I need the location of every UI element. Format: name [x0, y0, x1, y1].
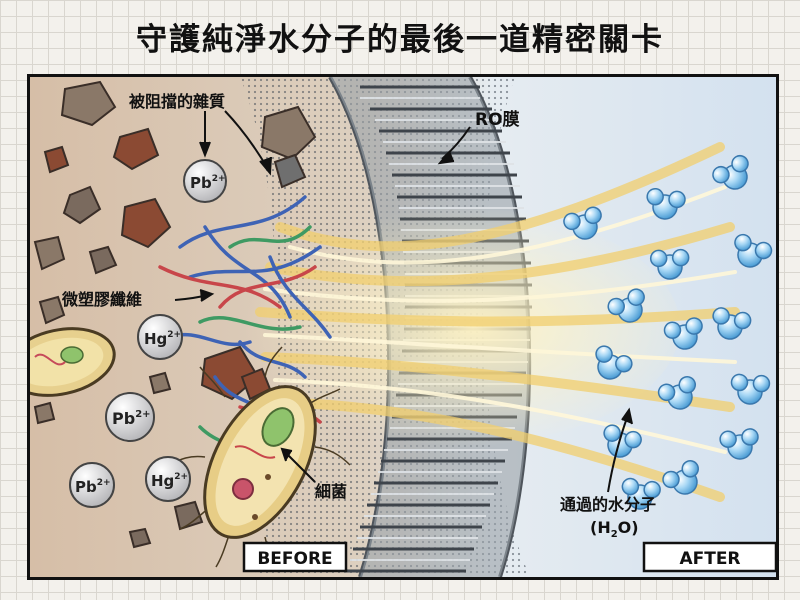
membrane-label: RO膜 [475, 109, 520, 130]
water-atom [730, 373, 749, 392]
ion-2-label: Hg2+ [144, 330, 181, 348]
filtration-illustration: Pb2+ Hg2+ Pb2+ Hg2+ Pb2+ [30, 77, 776, 577]
water-molecule [712, 154, 749, 190]
water-molecule [712, 307, 752, 340]
water-molecule [646, 187, 686, 220]
impurities-label: 被阻擋的雜質 [129, 92, 225, 111]
water-atom [646, 187, 664, 206]
water-atom [712, 307, 730, 325]
ion-5: Pb2+ [69, 462, 115, 508]
water-molecule [563, 206, 602, 240]
water-molecule [649, 248, 690, 280]
water-atom [595, 345, 613, 363]
ion-3: Pb2+ [105, 392, 155, 442]
water-atom [733, 311, 752, 330]
ion-4: Hg2+ [145, 456, 191, 502]
microplastics-label: 微塑膠纖維 [61, 290, 142, 309]
bacteria-label: 細菌 [315, 482, 347, 501]
ion-4-label: Hg2+ [151, 472, 188, 490]
water-molecule [595, 345, 633, 380]
water-molecule [730, 373, 771, 405]
water-molecule [607, 288, 645, 323]
water-molecule [719, 428, 759, 460]
before-label: BEFORE [257, 549, 332, 569]
after-badge: AFTER [642, 541, 776, 573]
after-label: AFTER [679, 549, 740, 569]
water-atom [584, 206, 602, 225]
filtration-panel: Pb2+ Hg2+ Pb2+ Hg2+ Pb2+ [27, 74, 779, 580]
water-atom [621, 477, 640, 496]
water-atom [563, 212, 581, 231]
water-atom [752, 374, 771, 393]
water-atom [719, 430, 737, 448]
before-badge: BEFORE [242, 541, 348, 573]
callout-arrows [174, 110, 633, 493]
water-atom [663, 321, 682, 340]
bacterium-main [169, 346, 351, 573]
ion-3-label: Pb2+ [112, 409, 151, 428]
water-atom [624, 430, 642, 449]
page-title: 守護純淨水分子的最後一道精密關卡 [136, 22, 664, 58]
water-atom [607, 297, 625, 316]
water-atom [657, 383, 676, 402]
water-atom [662, 470, 680, 489]
water-atom [603, 424, 621, 442]
ion-1: Pb2+ [183, 159, 227, 203]
water-atom [627, 288, 645, 306]
water-atom [668, 190, 686, 209]
light-beams [220, 142, 740, 502]
water-atom [671, 248, 690, 267]
water-formula-label: (H2O) [590, 518, 639, 540]
water-atom [643, 480, 661, 499]
water-atom [649, 249, 668, 268]
water-molecule [663, 317, 703, 350]
water-molecule [603, 424, 642, 458]
water-atom [731, 154, 749, 173]
water-molecule [621, 477, 661, 510]
water-atom [615, 354, 633, 373]
water-atom [685, 317, 703, 335]
ion-5-label: Pb2+ [75, 478, 111, 496]
water-molecule [657, 376, 697, 410]
water-atom [754, 241, 773, 260]
bacterium-left [30, 327, 116, 397]
ion-2: Hg2+ [137, 314, 183, 360]
water-atom [712, 165, 730, 184]
water-atom [678, 376, 697, 394]
water-molecule [734, 233, 773, 268]
water-atom [741, 428, 759, 446]
water-molecule [662, 460, 700, 495]
water-atom [734, 233, 752, 252]
water-atom [681, 460, 700, 478]
water-molecules-label: 通過的水分子 [560, 495, 656, 514]
ion-1-label: Pb2+ [190, 174, 226, 192]
water-molecules [563, 154, 773, 510]
